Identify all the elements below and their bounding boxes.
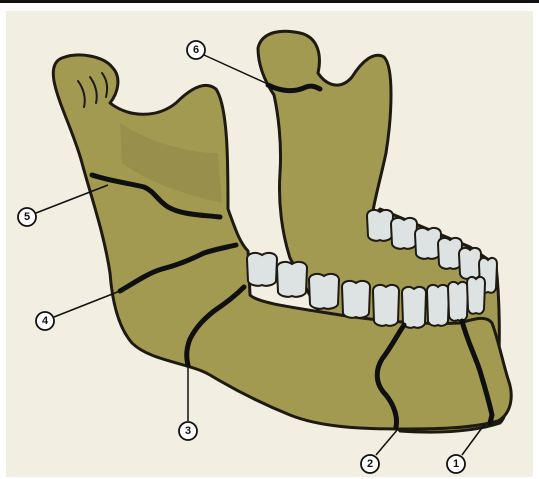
callout-2-label: 2 bbox=[367, 458, 373, 470]
callout-3-label: 3 bbox=[185, 425, 191, 437]
callout-1-label: 1 bbox=[453, 458, 459, 470]
callout-5-label: 5 bbox=[24, 211, 30, 223]
callout-1: 1 bbox=[447, 455, 465, 473]
callout-6: 6 bbox=[187, 41, 205, 59]
callout-5: 5 bbox=[18, 208, 36, 226]
callout-2: 2 bbox=[361, 455, 379, 473]
near-tooth bbox=[342, 281, 370, 318]
callout-6-label: 6 bbox=[193, 44, 199, 56]
near-tooth bbox=[467, 277, 485, 314]
callout-4: 4 bbox=[36, 312, 54, 330]
near-tooth bbox=[277, 262, 307, 297]
near-tooth bbox=[427, 285, 449, 326]
far-tooth bbox=[459, 248, 481, 279]
near-tooth bbox=[309, 274, 339, 309]
far-tooth bbox=[367, 210, 393, 241]
callout-4-label: 4 bbox=[42, 315, 49, 327]
callout-3: 3 bbox=[179, 422, 197, 440]
mandible-fracture-diagram: 1 2 3 4 5 6 bbox=[0, 3, 539, 479]
far-tooth bbox=[391, 218, 417, 249]
near-tooth bbox=[373, 285, 399, 326]
near-tooth bbox=[247, 253, 277, 286]
near-tooth bbox=[402, 287, 426, 328]
near-tooth bbox=[448, 282, 468, 321]
